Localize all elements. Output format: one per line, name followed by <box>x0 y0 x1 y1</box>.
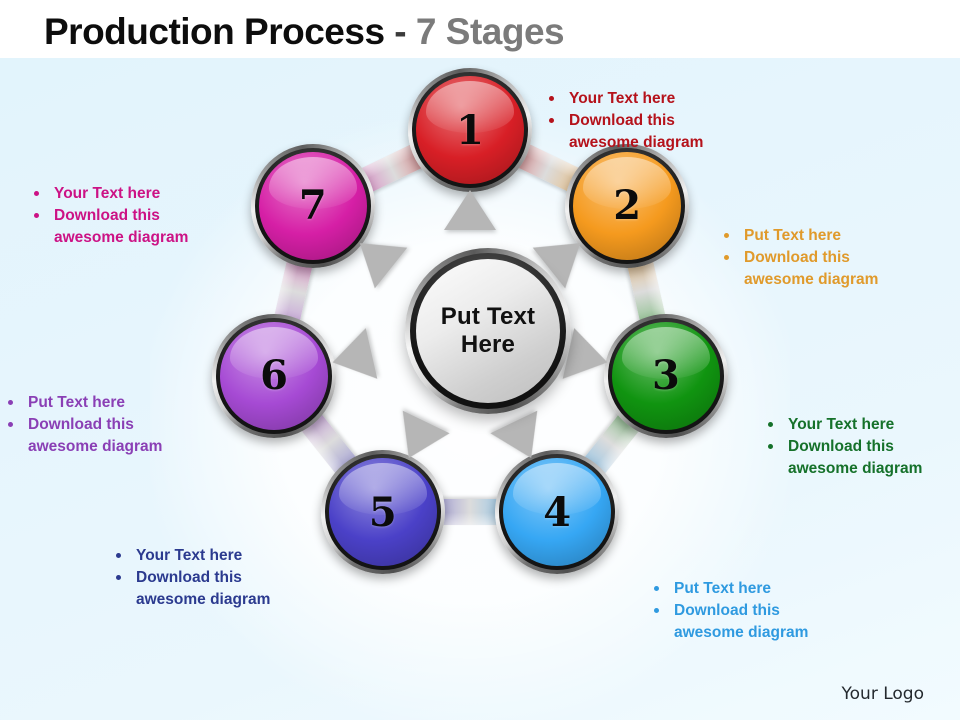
callout-line: Download this <box>2 414 162 436</box>
stage-node-1[interactable]: 1 <box>408 68 532 192</box>
arrow-triangle-icon <box>444 190 496 230</box>
stage-number-3: 3 <box>652 352 680 400</box>
callout-line: Put Text here <box>718 225 878 247</box>
stage-node-3[interactable]: 3 <box>603 313 728 438</box>
title-band: Production Process - 7 Stages <box>0 0 960 58</box>
callout-line: Download this <box>762 436 922 458</box>
node-face <box>328 458 437 567</box>
hub-label-line1: Put Text <box>440 302 536 330</box>
callout-line: Your Text here <box>543 88 703 110</box>
callout-line: Your Text here <box>110 545 270 567</box>
callout-line: awesome diagram <box>674 624 809 641</box>
callout-line: Download this <box>648 600 808 622</box>
callout-line: awesome diagram <box>788 460 923 477</box>
title-main: Production Process <box>44 11 385 52</box>
title-separator: - <box>384 11 416 52</box>
title-subtitle: 7 Stages <box>415 11 565 52</box>
node-face <box>503 458 612 567</box>
stage-node-5[interactable]: 5 <box>320 450 445 575</box>
callout-line: awesome diagram <box>744 271 879 288</box>
node-gloss <box>229 327 319 379</box>
node-gloss <box>425 81 515 134</box>
stage-node-6[interactable]: 6 <box>212 313 337 438</box>
stage-node-4[interactable]: 4 <box>495 450 620 575</box>
callout-line: Download this <box>110 567 270 589</box>
callout-line: Your Text here <box>762 414 922 436</box>
callout-line: Download this <box>28 205 188 227</box>
hub-face: Put Text Here <box>416 259 560 403</box>
callout-line: awesome diagram <box>136 591 271 608</box>
page-title: Production Process - 7 Stages <box>44 11 565 53</box>
logo-text: Your Logo <box>841 684 924 704</box>
node-gloss <box>582 157 672 209</box>
node-gloss <box>621 327 711 379</box>
callout-line: awesome diagram <box>54 229 189 246</box>
node-face <box>258 151 367 260</box>
callout-line: Put Text here <box>2 392 162 414</box>
callout-line: Download this <box>543 110 703 132</box>
stage-number-4: 4 <box>543 488 572 536</box>
hub-label-line2: Here <box>460 331 516 358</box>
callout-line: Put Text here <box>648 578 808 600</box>
callout-line: Download this <box>718 247 878 269</box>
stage-node-7[interactable]: 7 <box>250 143 375 268</box>
stage-number-1: 1 <box>456 106 484 154</box>
center-hub[interactable]: Put Text Here <box>405 248 571 414</box>
callout-line: awesome diagram <box>569 134 704 151</box>
node-gloss <box>268 157 358 209</box>
callout-line: awesome diagram <box>28 438 163 455</box>
stage-number-5: 5 <box>368 488 397 536</box>
node-face <box>573 151 682 260</box>
node-face <box>416 76 524 184</box>
node-gloss <box>512 463 602 516</box>
node-face <box>611 321 720 430</box>
stage-node-2[interactable]: 2 <box>565 143 690 268</box>
node-face <box>220 321 329 430</box>
node-gloss <box>338 463 428 516</box>
process-wheel: Put Text Here 1 2 3 4 5 6 7 <box>150 20 790 640</box>
stage-number-6: 6 <box>260 352 288 400</box>
hub-label: Put Text Here <box>441 303 536 360</box>
callout-line: Your Text here <box>28 183 188 205</box>
